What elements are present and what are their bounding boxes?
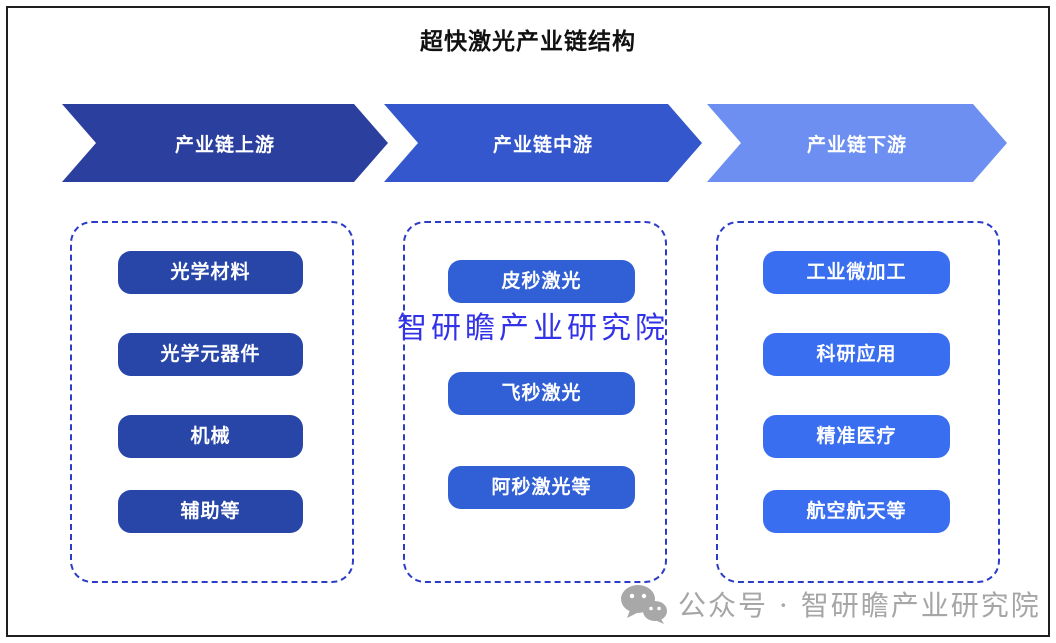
diagram-title: 超快激光产业链结构 [420,28,636,54]
footer-branding: 公众号 · 智研瞻产业研究院 [620,584,1041,624]
node-optical-components: 光学元器件 [118,333,303,376]
footer-account-label: 公众号 · 智研瞻产业研究院 [678,589,1041,622]
wechat-icon [621,585,667,624]
stage-arrow-downstream: 产业链下游 [707,104,1007,182]
upstream-group-container [70,221,354,583]
stage-arrow-midstream: 产业链中游 [384,104,702,182]
stage-arrow-upstream: 产业链上游 [62,104,388,182]
node-machinery: 机械 [118,415,303,458]
downstream-group-container [716,221,1000,583]
node-femtosecond-laser: 飞秒激光 [448,372,635,415]
node-aerospace: 航空航天等 [763,490,950,533]
node-precision-medical: 精准医疗 [763,415,950,458]
midstream-group-container [403,221,667,583]
watermark-text: 智研瞻产业研究院 [397,311,669,346]
node-picosecond-laser: 皮秒激光 [448,260,635,303]
node-attosecond-laser: 阿秒激光等 [448,466,635,509]
node-industrial-micromachining: 工业微加工 [763,251,950,294]
node-optical-materials: 光学材料 [118,251,303,294]
node-research-applications: 科研应用 [763,333,950,376]
node-auxiliary: 辅助等 [118,490,303,533]
